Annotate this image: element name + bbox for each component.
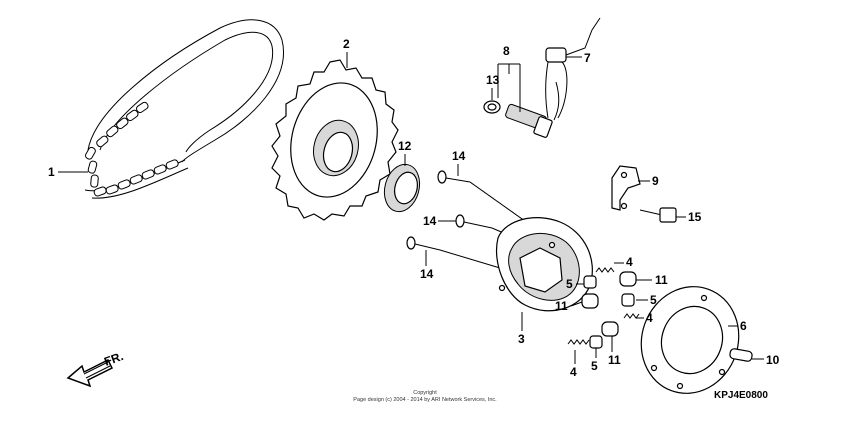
callout-7: 7	[584, 51, 591, 65]
one-way-clutch-body[interactable]	[495, 217, 593, 312]
drive-chain[interactable]	[84, 19, 284, 199]
callout-11-upper: 11	[655, 273, 668, 287]
callout-14-upper: 14	[452, 149, 466, 163]
cap-upper-left[interactable]	[583, 275, 597, 289]
spring-right[interactable]	[623, 313, 640, 319]
callout-15: 15	[688, 210, 702, 224]
callout-3: 3	[518, 332, 525, 346]
callout-13: 13	[486, 73, 500, 87]
cap-lower[interactable]	[589, 335, 603, 349]
dowel-pin[interactable]	[729, 348, 753, 362]
callout-4-lower: 4	[570, 365, 577, 379]
callout-6: 6	[740, 319, 747, 333]
callout-8: 8	[503, 44, 510, 58]
callout-4-upper: 4	[626, 255, 633, 269]
roller-upper[interactable]	[619, 271, 637, 287]
flange-bolt[interactable]	[639, 207, 677, 223]
spring-upper[interactable]	[595, 267, 615, 273]
callouts: 1 2 4 4 4 5 5 5 6 7 8 9 10 11 11 11 12	[48, 37, 780, 379]
callout-11-left: 11	[555, 299, 568, 313]
bolt-middle[interactable]	[455, 214, 493, 229]
callout-14-lower: 14	[420, 267, 434, 281]
callout-11-lower: 11	[608, 353, 621, 367]
callout-4-right: 4	[646, 311, 653, 325]
callout-12: 12	[398, 139, 412, 153]
clutch-outer-plate[interactable]	[626, 273, 753, 407]
callout-14-middle: 14	[423, 214, 437, 228]
driven-sprocket[interactable]	[271, 59, 399, 221]
callout-5-left: 5	[566, 277, 573, 291]
direction-label: FR.	[102, 349, 125, 369]
copyright-title: Copyright	[413, 390, 437, 396]
bolt-upper[interactable]	[437, 170, 471, 184]
bolt-lower[interactable]	[406, 236, 441, 251]
callout-10: 10	[766, 353, 780, 367]
roller-left[interactable]	[581, 293, 599, 309]
front-direction-arrow-icon: FR.	[66, 349, 125, 388]
callout-5-right: 5	[650, 293, 657, 307]
roller-lower[interactable]	[601, 321, 619, 337]
callout-5-lower: 5	[591, 359, 598, 373]
callout-1: 1	[48, 165, 55, 179]
setting-plate[interactable]	[611, 165, 641, 211]
callout-9: 9	[652, 174, 659, 188]
callout-2: 2	[343, 37, 350, 51]
diagram-code: KPJ4E0800	[714, 390, 768, 401]
spring-lower[interactable]	[567, 339, 590, 345]
copyright-line: Page design (c) 2004 - 2014 by ARI Netwo…	[353, 397, 497, 403]
oil-seal[interactable]	[379, 160, 424, 215]
cap-right[interactable]	[621, 293, 635, 307]
sensor-assembly[interactable]	[483, 17, 601, 138]
